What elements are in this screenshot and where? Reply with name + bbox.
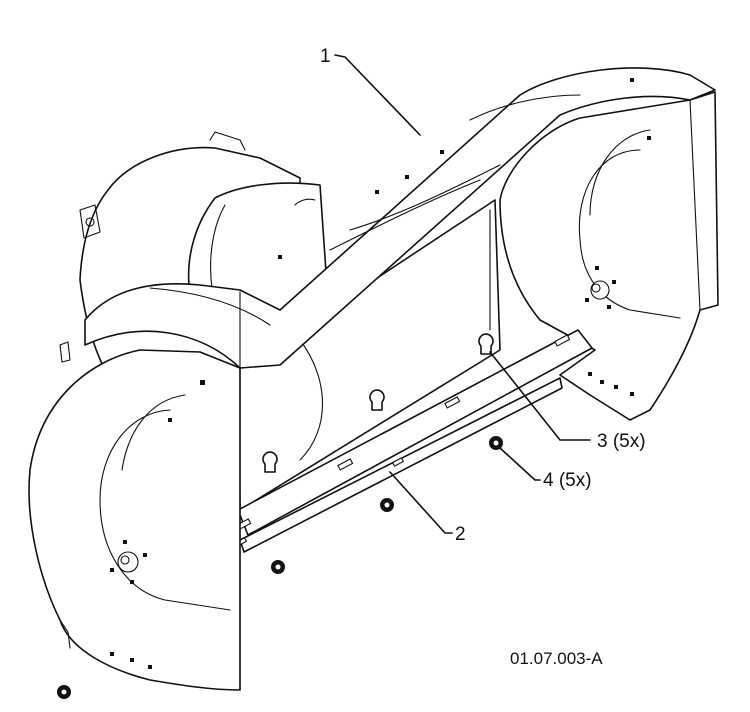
callout-labels: 1 2 3 (5x) 4 (5x) [320, 46, 646, 545]
top-cover [84, 67, 716, 369]
scraper-bar [234, 329, 593, 553]
callout-3: 3 (5x) [597, 431, 646, 452]
callout-4: 4 (5x) [543, 470, 592, 491]
hex-nut [380, 498, 394, 512]
hex-nut [271, 560, 285, 574]
leader-line-1 [334, 54, 421, 136]
leader-line-4 [499, 447, 541, 481]
left-side-panel [28, 349, 241, 691]
leader-lines [334, 54, 591, 534]
carriage-bolts [262, 333, 494, 473]
leader-line-3 [489, 351, 591, 441]
hex-nut [57, 685, 71, 699]
hex-nuts [57, 436, 503, 699]
reference-code: 01.07.003-A [510, 649, 603, 668]
callout-2: 2 [455, 524, 466, 545]
hex-nut [489, 436, 503, 450]
right-side-panel [499, 91, 719, 421]
leader-line-2 [389, 471, 453, 534]
callout-1: 1 [320, 46, 331, 67]
